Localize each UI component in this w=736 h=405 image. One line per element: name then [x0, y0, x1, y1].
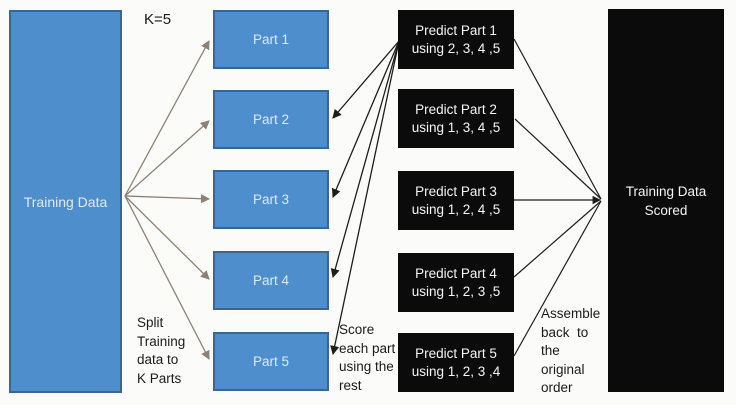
part-5-label: Part 5: [252, 354, 290, 369]
predict-using-arrows: [330, 40, 400, 356]
part-2-box: Part 2: [213, 90, 329, 149]
assemble-annotation: Assemble back to the original order: [541, 306, 601, 395]
predict-part-4-label: Predict Part 4 using 1, 2, 3 ,5: [411, 265, 501, 299]
part-3-box: Part 3: [213, 170, 329, 229]
predict-part-2-label: Predict Part 2 using 1, 3, 4 ,5: [411, 101, 501, 135]
part-4-label: Part 4: [252, 273, 290, 288]
predict-part-3-box: Predict Part 3 using 1, 2, 4 ,5: [398, 171, 514, 230]
predict-part-3-label: Predict Part 3 using 1, 2, 4 ,5: [411, 183, 501, 217]
training-data-box: Training Data: [9, 10, 122, 393]
predict-part-1-label: Predict Part 1 using 2, 3, 4 ,5: [411, 22, 501, 56]
predict-part-1-box: Predict Part 1 using 2, 3, 4 ,5: [398, 10, 514, 69]
predict-part-2-box: Predict Part 2 using 1, 3, 4 ,5: [398, 89, 514, 148]
predict-part-4-box: Predict Part 4 using 1, 2, 3 ,5: [398, 253, 514, 312]
predict-part-5-label: Predict Part 5 using 1, 2, 3 ,4: [411, 345, 501, 379]
training-data-scored-label: Training Data Scored: [625, 183, 707, 218]
part-1-box: Part 1: [213, 10, 329, 69]
split-annotation: Split Training data to K Parts: [137, 315, 186, 386]
assemble-arrows: [513, 38, 602, 357]
part-1-label: Part 1: [252, 32, 290, 47]
predict-part-5-box: Predict Part 5 using 1, 2, 3 ,4: [398, 333, 514, 392]
part-2-label: Part 2: [252, 112, 290, 127]
k-value-label: K=5: [144, 11, 172, 28]
part-4-box: Part 4: [213, 251, 329, 310]
part-3-label: Part 3: [252, 192, 290, 207]
score-annotation: Score each part using the rest: [339, 322, 396, 393]
training-data-label: Training Data: [23, 193, 108, 210]
part-5-box: Part 5: [213, 332, 329, 391]
split-arrows: [124, 40, 211, 360]
training-data-scored-box: Training Data Scored: [608, 9, 724, 392]
